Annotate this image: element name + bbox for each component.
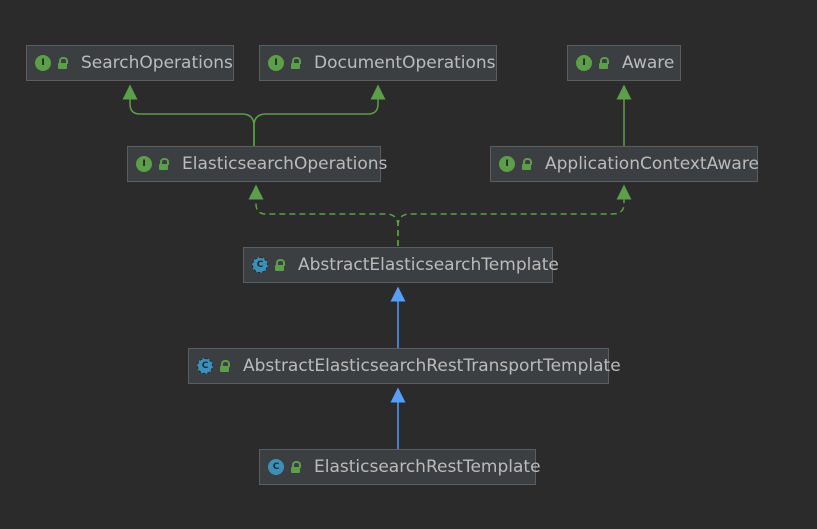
edge-abstract-template-implements-application-context-aware [397, 184, 632, 246]
node-label: Aware [622, 53, 675, 73]
node-label: SearchOperations [81, 53, 233, 73]
edge-abstract-template-implements-elasticsearch-operations [248, 184, 399, 246]
public-lock-icon [598, 57, 609, 69]
node-abstract-elasticsearch-template[interactable]: C AbstractElasticsearchTemplate [243, 247, 559, 283]
node-label: ApplicationContextAware [545, 154, 759, 174]
public-lock-icon [158, 158, 169, 170]
class-icon: C [268, 459, 284, 475]
interface-icon: I [499, 156, 515, 172]
interface-icon: I [268, 55, 284, 71]
public-lock-icon [521, 158, 532, 170]
node-application-context-aware[interactable]: I ApplicationContextAware [490, 146, 759, 182]
public-lock-icon [57, 57, 68, 69]
abstract-class-icon: C [197, 358, 213, 374]
abstract-class-icon: C [252, 257, 268, 273]
public-lock-icon [274, 259, 285, 271]
interface-icon: I [35, 55, 51, 71]
node-abstract-rest-transport-template[interactable]: C AbstractElasticsearchRestTransportTemp… [188, 348, 621, 384]
node-label: DocumentOperations [314, 53, 496, 73]
interface-icon: I [136, 156, 152, 172]
node-search-operations[interactable]: I SearchOperations [26, 45, 234, 81]
public-lock-icon [290, 461, 301, 473]
public-lock-icon [219, 360, 230, 372]
node-elasticsearch-operations[interactable]: I ElasticsearchOperations [127, 146, 387, 182]
interface-icon: I [576, 55, 592, 71]
node-elasticsearch-rest-template[interactable]: C ElasticsearchRestTemplate [259, 449, 541, 485]
node-label: AbstractElasticsearchTemplate [298, 255, 559, 275]
node-label: ElasticsearchRestTemplate [314, 457, 541, 477]
node-label: AbstractElasticsearchRestTransportTempla… [243, 356, 621, 376]
node-label: ElasticsearchOperations [182, 154, 388, 174]
node-aware[interactable]: I Aware [567, 45, 681, 81]
public-lock-icon [290, 57, 301, 69]
edge-elasticsearch-operations-to-search-operations [122, 84, 255, 146]
node-document-operations[interactable]: I DocumentOperations [259, 45, 497, 81]
edge-elasticsearch-operations-to-document-operations [253, 84, 386, 146]
